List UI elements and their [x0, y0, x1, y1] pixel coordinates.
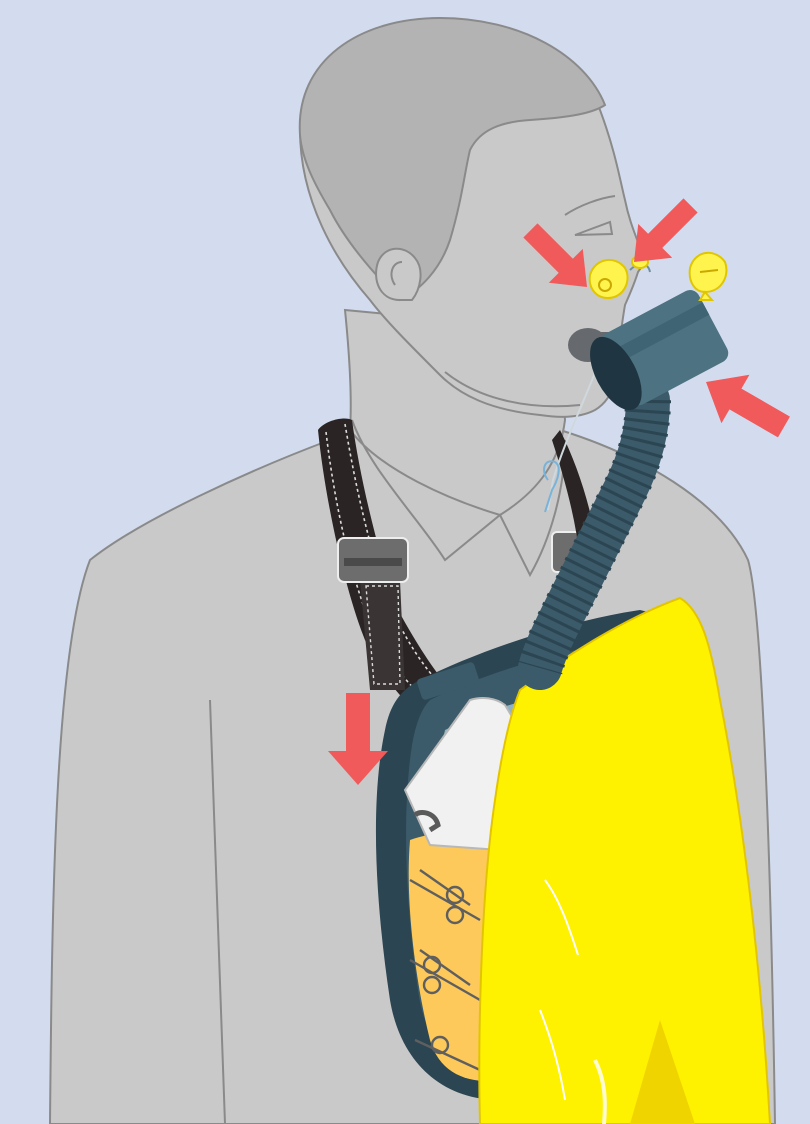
person-ear: [376, 249, 421, 300]
strap-buckle-bar: [344, 558, 402, 566]
